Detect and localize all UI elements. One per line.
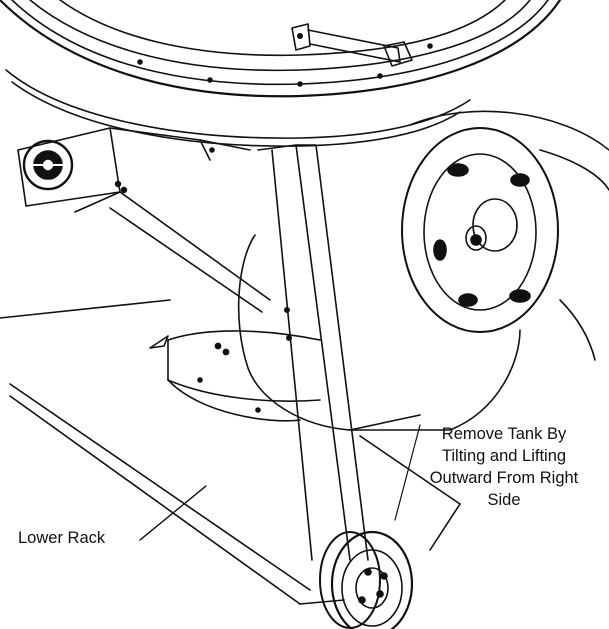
tank-callout-leader (394, 424, 421, 521)
tank-callout-line-4: Side (487, 491, 521, 509)
tank-callout-line-1: Remove Tank By (441, 425, 567, 443)
propane-tank (237, 110, 609, 431)
lower-rack-callout: Lower Rack (18, 529, 106, 547)
control-knob (17, 127, 128, 207)
tank-callout-line-2: Tilting and Lifting (441, 447, 567, 465)
lower-rack (0, 299, 461, 605)
tank-callout-line-3: Outward From Right (429, 469, 579, 487)
wheel (319, 530, 414, 629)
front-leg (257, 144, 369, 561)
grill-bowl (0, 0, 562, 147)
tank-holder-ring (149, 330, 321, 422)
tank-removal-callout: Remove Tank By Tilting and Lifting Outwa… (404, 423, 604, 511)
leader-lines (139, 424, 421, 541)
handle-bracket (291, 23, 413, 67)
frame-bracket (74, 127, 271, 313)
rack-callout-leader (139, 485, 207, 541)
